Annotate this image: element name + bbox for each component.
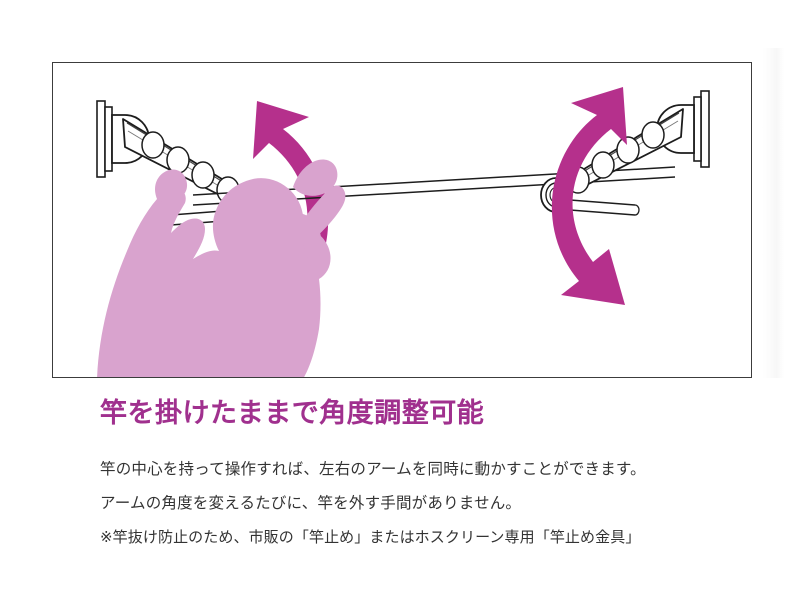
product-illustration xyxy=(96,87,710,377)
caption-block: 竿を掛けたままで角度調整可能 竿の中心を持って操作すれば、左右のアームを同時に動… xyxy=(100,396,760,550)
illustration-frame xyxy=(52,62,752,378)
body-text: 竿の中心を持って操作すれば、左右のアームを同時に動かすことができます。 アームの… xyxy=(100,457,760,550)
right-rotation-arrow xyxy=(551,87,627,305)
right-edge-band xyxy=(762,48,784,378)
person-silhouette xyxy=(97,159,346,377)
body-line-1: 竿の中心を持って操作すれば、左右のアームを同時に動かすことができます。 xyxy=(100,460,646,478)
page-title: 竿を掛けたままで角度調整可能 xyxy=(100,398,485,428)
footnote: ※竿抜け防止のため、市販の「竿止め」またはホスクリーン専用「竿止め金具」 xyxy=(100,528,641,546)
body-line-2: アームの角度を変えるたびに、竿を外す手間がありません。 xyxy=(100,494,522,512)
